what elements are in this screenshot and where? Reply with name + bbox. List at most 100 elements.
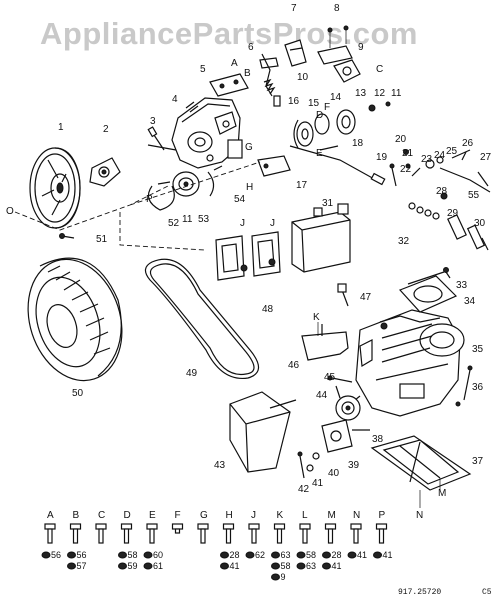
callout-54: 54 bbox=[234, 194, 246, 205]
callout-1: 1 bbox=[58, 122, 64, 133]
bolt-shank bbox=[98, 528, 104, 544]
callout-27: 27 bbox=[480, 152, 492, 163]
bolt-shank bbox=[302, 528, 308, 544]
marker-f: F bbox=[324, 102, 330, 113]
rear-wheel-rim bbox=[29, 147, 81, 229]
hardware-number: 59 bbox=[128, 561, 138, 571]
bolt-shank bbox=[200, 528, 206, 544]
marker-h: H bbox=[246, 182, 253, 193]
engine-bracket-46 bbox=[301, 324, 349, 361]
washer-icon bbox=[220, 551, 229, 559]
bolt-shank bbox=[353, 528, 359, 544]
bolt-head bbox=[273, 523, 286, 530]
marker-e: E bbox=[316, 148, 323, 159]
bolt-head bbox=[350, 523, 362, 530]
hardware-letter: K bbox=[277, 510, 284, 521]
bolt-head bbox=[44, 523, 56, 530]
hardware-number: 61 bbox=[153, 561, 163, 571]
washer-icon bbox=[271, 562, 280, 570]
bolt-head bbox=[375, 523, 388, 530]
bolt-shank bbox=[225, 528, 232, 544]
hardware-item-n: N41 bbox=[347, 510, 367, 560]
callout-11b: 11 bbox=[182, 214, 193, 225]
callout-46: 46 bbox=[288, 360, 300, 371]
callout-49: 49 bbox=[186, 368, 198, 379]
bolt-shank bbox=[327, 528, 334, 544]
bolt-shank bbox=[378, 528, 385, 544]
hardware-letter: P bbox=[379, 510, 386, 521]
hardware-letter: C bbox=[98, 510, 105, 521]
callout-21: 21 bbox=[402, 148, 414, 159]
callout-31: 31 bbox=[322, 198, 334, 209]
washer-icon bbox=[143, 562, 153, 570]
bolt-head bbox=[248, 523, 260, 530]
callout-42: 42 bbox=[298, 484, 310, 495]
clutch-collar-assembly bbox=[293, 101, 391, 149]
bolt-shank bbox=[47, 528, 53, 544]
callout-50: 50 bbox=[72, 388, 84, 399]
hardware-number: 63 bbox=[281, 550, 291, 560]
callout-labels: 1 2 3 4 5 6 7 8 9 10 11 12 13 14 15 16 1… bbox=[58, 3, 492, 495]
axle-center-line bbox=[14, 161, 261, 251]
hardware-item-c: C bbox=[95, 510, 107, 544]
belt-guide-48 bbox=[215, 231, 281, 281]
callout-40: 40 bbox=[328, 468, 340, 479]
hardware-letter: E bbox=[149, 510, 156, 521]
watermark-text: AppliancePartsPros.com bbox=[40, 16, 418, 51]
washer-icon bbox=[67, 551, 76, 559]
marker-n: N bbox=[416, 510, 423, 521]
callout-28: 28 bbox=[436, 186, 448, 197]
washer-icon bbox=[322, 562, 331, 570]
callout-23: 23 bbox=[421, 154, 433, 165]
air-cleaner bbox=[398, 271, 458, 313]
callout-15: 15 bbox=[308, 98, 320, 109]
diagram-reference: 917.25720 bbox=[398, 588, 441, 597]
callout-17: 17 bbox=[296, 180, 308, 191]
hardware-letter: F bbox=[175, 510, 181, 521]
spark-plug-47 bbox=[337, 283, 349, 307]
marker-m: M bbox=[438, 488, 446, 499]
marker-b: B bbox=[244, 68, 251, 79]
hardware-number: 57 bbox=[77, 561, 87, 571]
bolt-45 bbox=[327, 375, 353, 383]
bolt-51 bbox=[59, 233, 75, 239]
idler-bracket-39 bbox=[321, 419, 370, 453]
washer-icon bbox=[245, 551, 255, 559]
washer-icon bbox=[322, 551, 331, 559]
callout-4: 4 bbox=[172, 94, 178, 105]
callout-48: 48 bbox=[262, 304, 274, 315]
bolt-head bbox=[324, 523, 337, 530]
washer-icon bbox=[271, 573, 280, 581]
callout-13: 13 bbox=[355, 88, 367, 99]
brake-band bbox=[147, 181, 175, 211]
spacer-30 bbox=[466, 224, 489, 251]
shift-knob bbox=[284, 39, 307, 67]
washer-icon bbox=[373, 551, 382, 559]
transaxle bbox=[147, 97, 243, 169]
bolt-head bbox=[146, 523, 158, 530]
shift-lever-spring bbox=[259, 53, 279, 97]
drive-belt bbox=[144, 258, 260, 380]
callout-26: 26 bbox=[462, 138, 474, 149]
marker-c: C bbox=[376, 64, 383, 75]
screw-33 bbox=[443, 267, 451, 279]
callout-19: 19 bbox=[376, 152, 388, 163]
callout-34: 34 bbox=[464, 296, 476, 307]
callout-47: 47 bbox=[360, 292, 372, 303]
callout-39: 39 bbox=[348, 460, 360, 471]
bolt-shank bbox=[174, 528, 181, 534]
callout-6: 6 bbox=[248, 42, 254, 53]
fasteners-40-42 bbox=[297, 451, 320, 479]
washer-icon bbox=[67, 562, 76, 570]
shift-plate bbox=[317, 25, 353, 65]
callout-22: 22 bbox=[400, 164, 412, 175]
marker-d: D bbox=[316, 110, 323, 121]
hardware-letter: G bbox=[200, 510, 208, 521]
hardware-number: 63 bbox=[306, 561, 316, 571]
